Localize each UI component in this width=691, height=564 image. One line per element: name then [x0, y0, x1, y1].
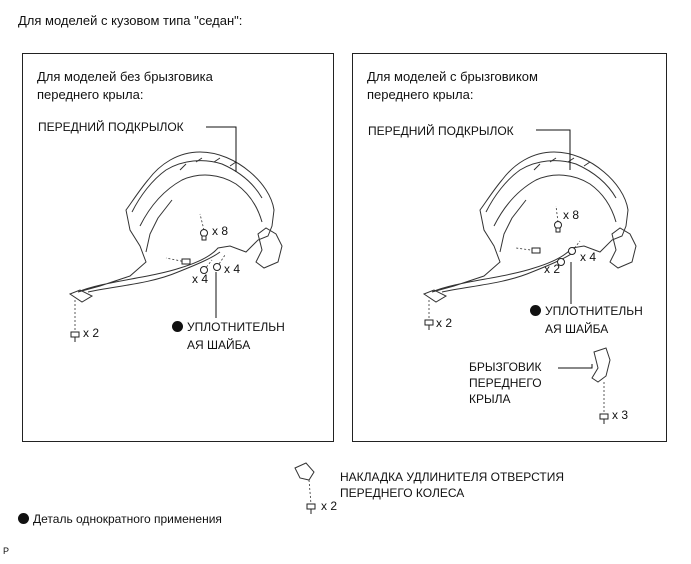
- right-panel: [352, 53, 667, 442]
- mud-flap-label-line2: ПЕРЕДНЕГО: [469, 376, 542, 390]
- cover-qty: x 2: [321, 499, 338, 513]
- right-clip-top: [554, 221, 562, 233]
- right-clip-mid2: [568, 247, 576, 255]
- right-seal-label-line1: УПЛОТНИТЕЛЬН: [530, 304, 643, 319]
- left-fender-liner-illustration: [68, 151, 283, 303]
- flap-screw: [599, 413, 609, 424]
- left-clip-top: [200, 229, 208, 241]
- right-screw-mid: [531, 247, 541, 254]
- left-screw-mid: [181, 258, 191, 265]
- left-clip-mid2: [213, 263, 221, 271]
- right-panel-title-line1: Для моделей с брызговиком: [367, 69, 538, 84]
- corner-mark: P: [3, 546, 10, 556]
- left-qty-mid-left: x 4: [192, 272, 209, 286]
- right-liner-label: ПЕРЕДНИЙ ПОДКРЫЛОК: [368, 124, 514, 138]
- left-seal-label-line1: УПЛОТНИТЕЛЬН: [172, 320, 285, 335]
- mud-flap-label-line3: КРЫЛА: [469, 392, 511, 406]
- right-qty-top: x 8: [563, 208, 580, 222]
- one-time-use-icon: [18, 513, 29, 524]
- mud-flap-qty: x 3: [612, 408, 629, 422]
- left-panel-title-line1: Для моделей без брызговика: [37, 69, 213, 84]
- right-bolt-bottom: [424, 319, 434, 330]
- right-seal-label-line2: АЯ ШАЙБА: [545, 322, 609, 336]
- right-qty-bottom: x 2: [436, 316, 453, 330]
- left-seal-label-line2: АЯ ШАЙБА: [187, 338, 251, 352]
- left-bolt-bottom: [70, 331, 80, 342]
- left-panel-title-line2: переднего крыла:: [37, 87, 144, 102]
- mud-flap-label-line1: БРЫЗГОВИК: [469, 360, 542, 374]
- left-liner-label: ПЕРЕДНИЙ ПОДКРЫЛОК: [38, 120, 184, 134]
- cover-label-line1: НАКЛАДКА УДЛИНИТЕЛЯ ОТВЕРСТИЯ: [340, 470, 565, 484]
- right-panel-title-line2: переднего крыла:: [367, 87, 474, 102]
- one-time-use-icon: [530, 305, 541, 316]
- right-qty-mid-right: x 4: [580, 250, 597, 264]
- left-clip-mid1: [200, 266, 208, 274]
- cover-screw: [306, 503, 316, 514]
- cover-label-line2: ПЕРЕДНЕГО КОЛЕСА: [340, 486, 465, 500]
- left-qty-top: x 8: [212, 224, 229, 238]
- mud-flap-illustration: [591, 347, 611, 383]
- right-fender-liner-illustration: [422, 151, 637, 303]
- legend: Деталь однократного применения: [18, 512, 222, 527]
- left-qty-mid-right: x 4: [224, 262, 241, 276]
- one-time-use-icon: [172, 321, 183, 332]
- right-clip-mid1: [557, 258, 565, 266]
- right-qty-mid-left: x 2: [544, 262, 561, 276]
- left-qty-bottom: x 2: [83, 326, 100, 340]
- wheel-opening-cover-illustration: [294, 462, 315, 481]
- header-note: Для моделей с кузовом типа "седан":: [18, 13, 243, 28]
